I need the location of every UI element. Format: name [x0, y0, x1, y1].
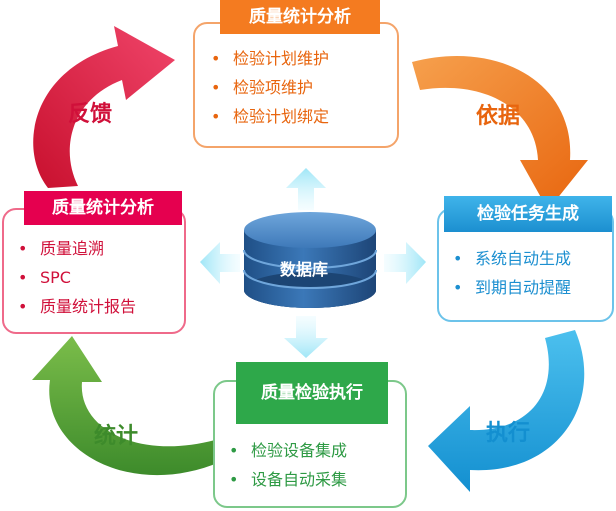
feedback-arrow: [33, 26, 175, 188]
left-card-list: •质量追溯 •SPC •质量统计报告: [18, 234, 136, 321]
execute-label: 执行: [486, 421, 531, 446]
database-label: 数据库: [280, 260, 329, 279]
list-item: •检验设备集成: [229, 441, 348, 460]
right-card-title: 检验任务生成: [444, 196, 612, 232]
list-item: •SPC: [18, 268, 71, 287]
top-card-list: •检验计划维护 •检验项维护 •检验计划绑定: [211, 44, 329, 131]
up-arrow-icon: [286, 168, 326, 210]
right-card-list: •系统自动生成 •到期自动提醒: [453, 244, 571, 302]
left-card: •质量追溯 •SPC •质量统计报告: [2, 208, 186, 334]
execute-arrow: [428, 330, 585, 492]
left-card-title: 质量统计分析: [24, 191, 182, 225]
top-card: •检验计划维护 •检验项维护 •检验计划绑定: [193, 22, 399, 148]
list-item: •检验计划绑定: [211, 107, 330, 126]
bottom-card-list: •检验设备集成 •设备自动采集: [229, 436, 347, 494]
database-icon: [243, 212, 377, 308]
list-item: •系统自动生成: [453, 249, 572, 268]
feedback-label: 反馈: [68, 102, 113, 127]
basis-arrow: [412, 56, 588, 211]
left-arrow-icon: [200, 242, 240, 284]
list-item: •到期自动提醒: [453, 278, 572, 297]
statistics-label: 统计: [94, 424, 139, 449]
list-item: •质量追溯: [18, 239, 105, 258]
list-item: •检验项维护: [211, 78, 314, 97]
statistics-arrow: [32, 336, 220, 476]
top-card-title: 质量统计分析: [220, 0, 380, 34]
basis-label: 依据: [476, 104, 521, 129]
list-item: •检验计划维护: [211, 49, 330, 68]
bottom-card-title: 质量检验执行: [236, 362, 388, 424]
right-arrow-icon: [384, 242, 426, 284]
list-item: •设备自动采集: [229, 470, 348, 489]
list-item: •质量统计报告: [18, 297, 137, 316]
down-arrow-icon: [284, 316, 328, 358]
